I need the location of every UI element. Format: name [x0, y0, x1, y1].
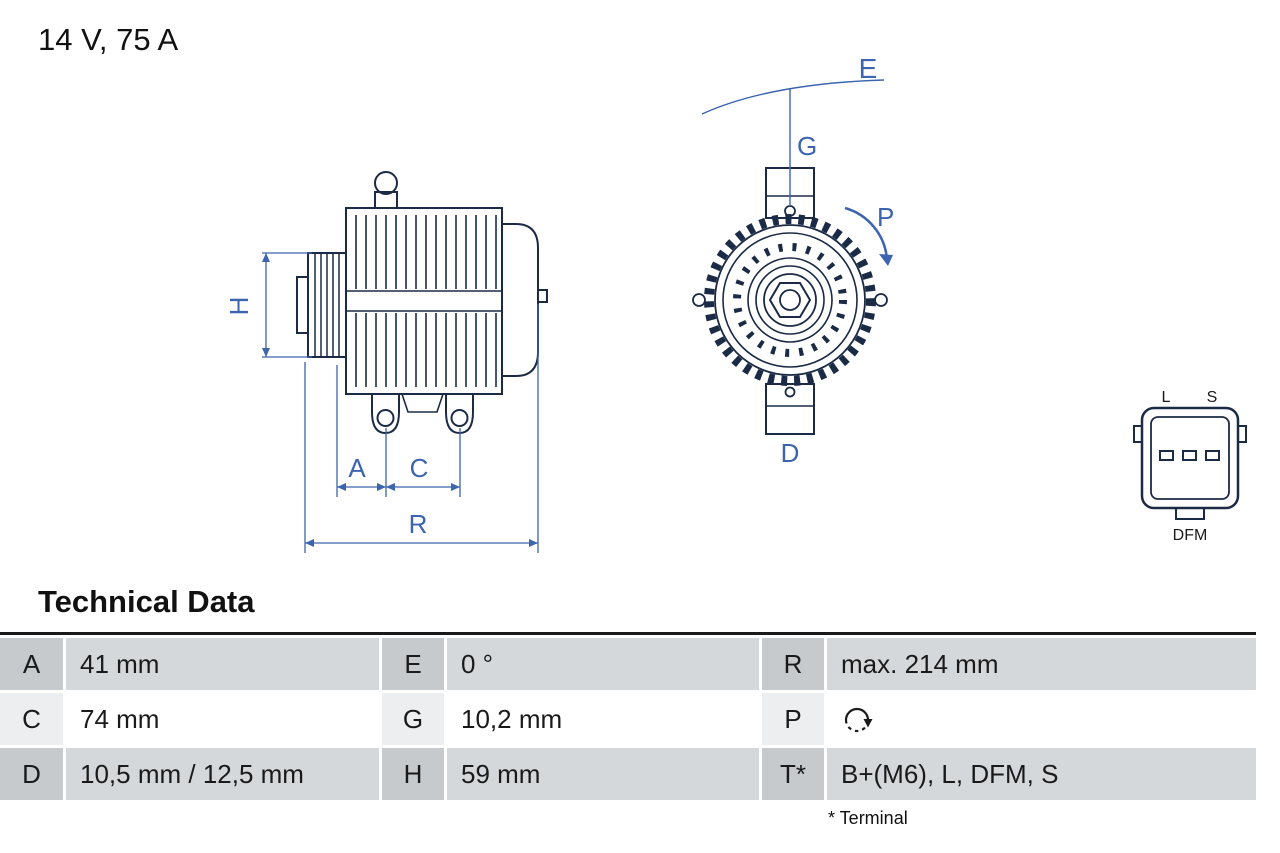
side-view-dimensions [262, 252, 539, 553]
tech-label-a: A [0, 638, 63, 691]
technical-data-heading: Technical Data [38, 584, 255, 619]
nut-washer-circle [763, 273, 817, 327]
alternator-diagram-svg: H A C R [224, 53, 1247, 553]
h-arrow-top [262, 253, 270, 262]
connector-pin-1 [1159, 450, 1174, 461]
r-extension-lines [304, 304, 539, 553]
fan-slots [733, 243, 847, 357]
top-lug-eye [374, 171, 398, 195]
r-arrow-right [529, 539, 538, 547]
dim-label-g: G [797, 131, 817, 161]
ac-extension-lines [336, 365, 461, 497]
tech-value-t: B+(M6), L, DFM, S [827, 748, 1256, 801]
dim-label-r: R [409, 509, 428, 539]
a-arrow-right [377, 483, 386, 491]
rear-cover [502, 223, 539, 377]
tech-value-r: max. 214 mm [827, 638, 1256, 691]
connector-inner [1150, 416, 1230, 500]
housing [345, 207, 503, 395]
e-angle-arc [701, 79, 885, 115]
pulley-shaft-cap [296, 276, 309, 334]
bottom-mount-hole [784, 386, 796, 398]
connector-caption: DFM [1173, 527, 1208, 544]
alternator-diagram: H A C R [224, 53, 1247, 553]
tech-value-h: 59 mm [447, 748, 759, 801]
rear-stub [537, 289, 548, 303]
dim-label-e: E [859, 53, 878, 84]
shaft-center-hole [779, 289, 801, 311]
front-bottom-mount [765, 383, 815, 435]
p-rotation-arc [844, 206, 889, 261]
bolt-ear-left [692, 293, 706, 307]
bottom-lug-right [445, 394, 474, 435]
page-title: 14 V, 75 A [38, 22, 179, 57]
bottom-bracket [401, 393, 444, 413]
tech-value-c: 74 mm [66, 693, 379, 746]
hub-circle-outer [747, 257, 833, 343]
tech-value-p [827, 693, 1256, 746]
dim-label-a: A [348, 453, 366, 483]
connector-pin-3 [1205, 450, 1220, 461]
technical-data-section: Technical Data A 41 mm E 0 ° R max. 214 … [0, 583, 1280, 829]
tech-label-d: D [0, 748, 63, 801]
connector-tab-right [1237, 425, 1247, 443]
terminal-footnote: * Terminal [828, 808, 908, 829]
tech-value-g: 10,2 mm [447, 693, 759, 746]
tech-value-a: 41 mm [66, 638, 379, 691]
bolt-ear-right [874, 293, 888, 307]
tech-label-c: C [0, 693, 63, 746]
a-arrow-left [337, 483, 346, 491]
cooling-fins-top [355, 215, 497, 289]
connector-pin-2 [1182, 450, 1197, 461]
h-extension-lines [262, 252, 312, 358]
dim-label-c: C [410, 453, 429, 483]
tech-label-t: T* [762, 748, 824, 801]
bottom-lug-left-hole [376, 409, 395, 427]
technical-data-table: A 41 mm E 0 ° R max. 214 mm C 74 mm G 10… [0, 632, 1256, 801]
tech-label-h: H [382, 748, 444, 801]
c-arrow-left [386, 483, 395, 491]
pulley-grooves [314, 253, 340, 357]
tech-label-p: P [762, 693, 824, 746]
tech-value-d: 10,5 mm / 12,5 mm [66, 748, 379, 801]
connector-bottom-notch [1175, 508, 1205, 520]
rotation-direction-icon [844, 708, 873, 733]
tech-value-e: 0 ° [447, 638, 759, 691]
connector-outline [1140, 406, 1240, 510]
front-view-dimensions [701, 79, 893, 266]
connector-pin-left-label: L [1162, 389, 1171, 406]
cooling-fins-bottom [355, 313, 497, 387]
connector-tab-left [1133, 425, 1143, 443]
dim-label-p: P [877, 202, 894, 232]
h-arrow-bottom [262, 348, 270, 357]
bottom-lug-right-hole [450, 409, 469, 427]
rim-inner-circle [714, 224, 866, 376]
shaft-hex-nut [768, 282, 812, 318]
r-arrow-left [305, 539, 314, 547]
stator-band [346, 290, 502, 312]
p-arrowhead [879, 254, 893, 266]
bottom-lug-left [371, 394, 400, 435]
side-view-drawing [296, 171, 548, 435]
hub-circle [755, 265, 825, 335]
housing-circle [722, 232, 858, 368]
front-view-drawing [692, 167, 888, 435]
tech-label-r: R [762, 638, 824, 691]
c-arrow-right [451, 483, 460, 491]
dim-label-d: D [781, 438, 800, 468]
tech-label-g: G [382, 693, 444, 746]
tech-label-e: E [382, 638, 444, 691]
dim-label-h: H [224, 297, 254, 316]
connector-drawing [1133, 406, 1247, 520]
top-lug [374, 191, 398, 209]
connector-pin-right-label: S [1207, 389, 1218, 406]
